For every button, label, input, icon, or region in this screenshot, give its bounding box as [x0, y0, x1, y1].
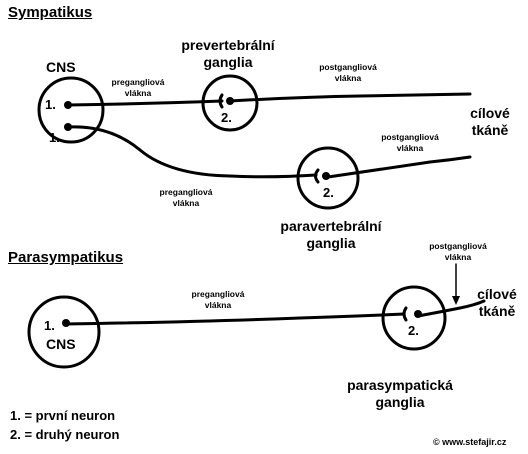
- section-title-parasympatikus: Parasympatikus: [8, 249, 124, 266]
- pregang-upper-line-2: vlákna: [124, 88, 152, 98]
- postganglionic-fiber-parasympathetic: [416, 299, 486, 318]
- pregang-upper-line-1: pregangliová: [111, 77, 165, 87]
- target-para-line-1: cílové: [477, 286, 517, 302]
- pregang-lower-line-2: vlákna: [172, 198, 200, 208]
- parasympathetic-ganglion-circle: [381, 285, 447, 351]
- number-first-upper: 1.: [45, 97, 56, 112]
- synapse-arc-parasympathetic: [402, 306, 408, 322]
- parasympathetic-cns-circle: [27, 295, 101, 369]
- copyright: © www.stefajir.cz: [433, 437, 507, 447]
- target-line-2: tkáně: [471, 122, 509, 138]
- prevertebral-ganglia-label: prevertebrální ganglia: [172, 37, 284, 71]
- postgang-lower-line-2: vlákna: [396, 143, 424, 153]
- legend: 1. = první neuron 2. = druhý neuron: [10, 406, 119, 444]
- parasym-ganglia-line-2: ganglia: [375, 394, 425, 410]
- parasympathetic-ganglia-label: parasympatická ganglia: [340, 377, 460, 411]
- preganglionic-fiber-upper: [66, 99, 224, 107]
- cns-label-parasympathetic: CNS: [46, 336, 76, 352]
- parasym-ganglia-line-1: parasympatická: [347, 377, 453, 393]
- paravertebral-ganglia-label: paravertebrální ganglia: [275, 218, 387, 252]
- target-tissues-label-parasympathetic: cílové tkáně: [472, 286, 522, 320]
- prevertebral-line-1: prevertebrální: [181, 37, 275, 53]
- arrow-head: [452, 296, 460, 305]
- target-tissues-label-sympathetic: cílové tkáně: [464, 105, 516, 139]
- neuron-body-parasympathetic-ganglion: [414, 310, 422, 318]
- paravertebral-ganglion-circle: [296, 146, 360, 210]
- preganglionic-fiber-parasympathetic: [62, 312, 406, 326]
- prevertebral-line-2: ganglia: [203, 54, 253, 70]
- postganglionic-label-parasympathetic: postgangliová vlákna: [418, 241, 498, 263]
- number-second-paravertebral: 2.: [323, 185, 334, 200]
- postgang-upper-line-1: postgangliová: [319, 62, 377, 72]
- pregang-lower-line-1: pregangliová: [159, 187, 213, 197]
- number-first-lower: 1.: [49, 130, 60, 145]
- postgang-upper-line-2: vlákna: [334, 73, 362, 83]
- pregang-para-line-2: vlákna: [204, 300, 232, 310]
- postganglionic-fiber-upper: [228, 92, 472, 103]
- preganglionic-label-lower: pregangliová vlákna: [146, 187, 226, 209]
- postganglionic-label-upper: postgangliová vlákna: [308, 62, 388, 84]
- synapse-arc-paravertebral: [314, 168, 320, 184]
- neuron-body-cns-upper: [64, 101, 72, 109]
- section-title-sympatikus: Sympatikus: [8, 4, 93, 21]
- preganglionic-label-upper: pregangliová vlákna: [98, 77, 178, 99]
- preganglionic-label-parasympathetic: pregangliová vlákna: [178, 289, 258, 311]
- postgang-para-line-1: postgangliová: [429, 241, 487, 251]
- postganglionic-label-lower: postgangliová vlákna: [370, 132, 450, 154]
- neuron-body-cns-lower: [64, 123, 72, 131]
- postgang-lower-line-1: postgangliová: [381, 132, 439, 142]
- preganglionic-fiber-lower: [66, 125, 318, 179]
- number-first-parasympathetic: 1.: [44, 318, 55, 333]
- pregang-para-line-1: pregangliová: [191, 289, 245, 299]
- postgang-para-line-2: vlákna: [444, 252, 472, 262]
- postganglionic-fiber-lower: [326, 155, 472, 179]
- legend-second-neuron: 2. = druhý neuron: [10, 427, 120, 442]
- cns-label: CNS: [46, 59, 76, 75]
- paravertebral-line-2: ganglia: [306, 235, 356, 251]
- target-para-line-2: tkáně: [478, 303, 516, 319]
- number-second-prevertebral: 2.: [221, 110, 232, 125]
- sympathetic-cns-circle: [37, 76, 105, 144]
- neuron-body-parasympathetic-cns: [62, 319, 70, 327]
- neuron-body-prevertebral: [226, 97, 234, 105]
- paravertebral-line-1: paravertebrální: [280, 218, 382, 234]
- target-line-1: cílové: [470, 105, 510, 121]
- synapse-arc-prevertebral: [218, 93, 224, 109]
- legend-first-neuron: 1. = první neuron: [10, 408, 116, 423]
- neuron-body-paravertebral: [322, 172, 330, 180]
- number-second-parasympathetic: 2.: [408, 323, 419, 338]
